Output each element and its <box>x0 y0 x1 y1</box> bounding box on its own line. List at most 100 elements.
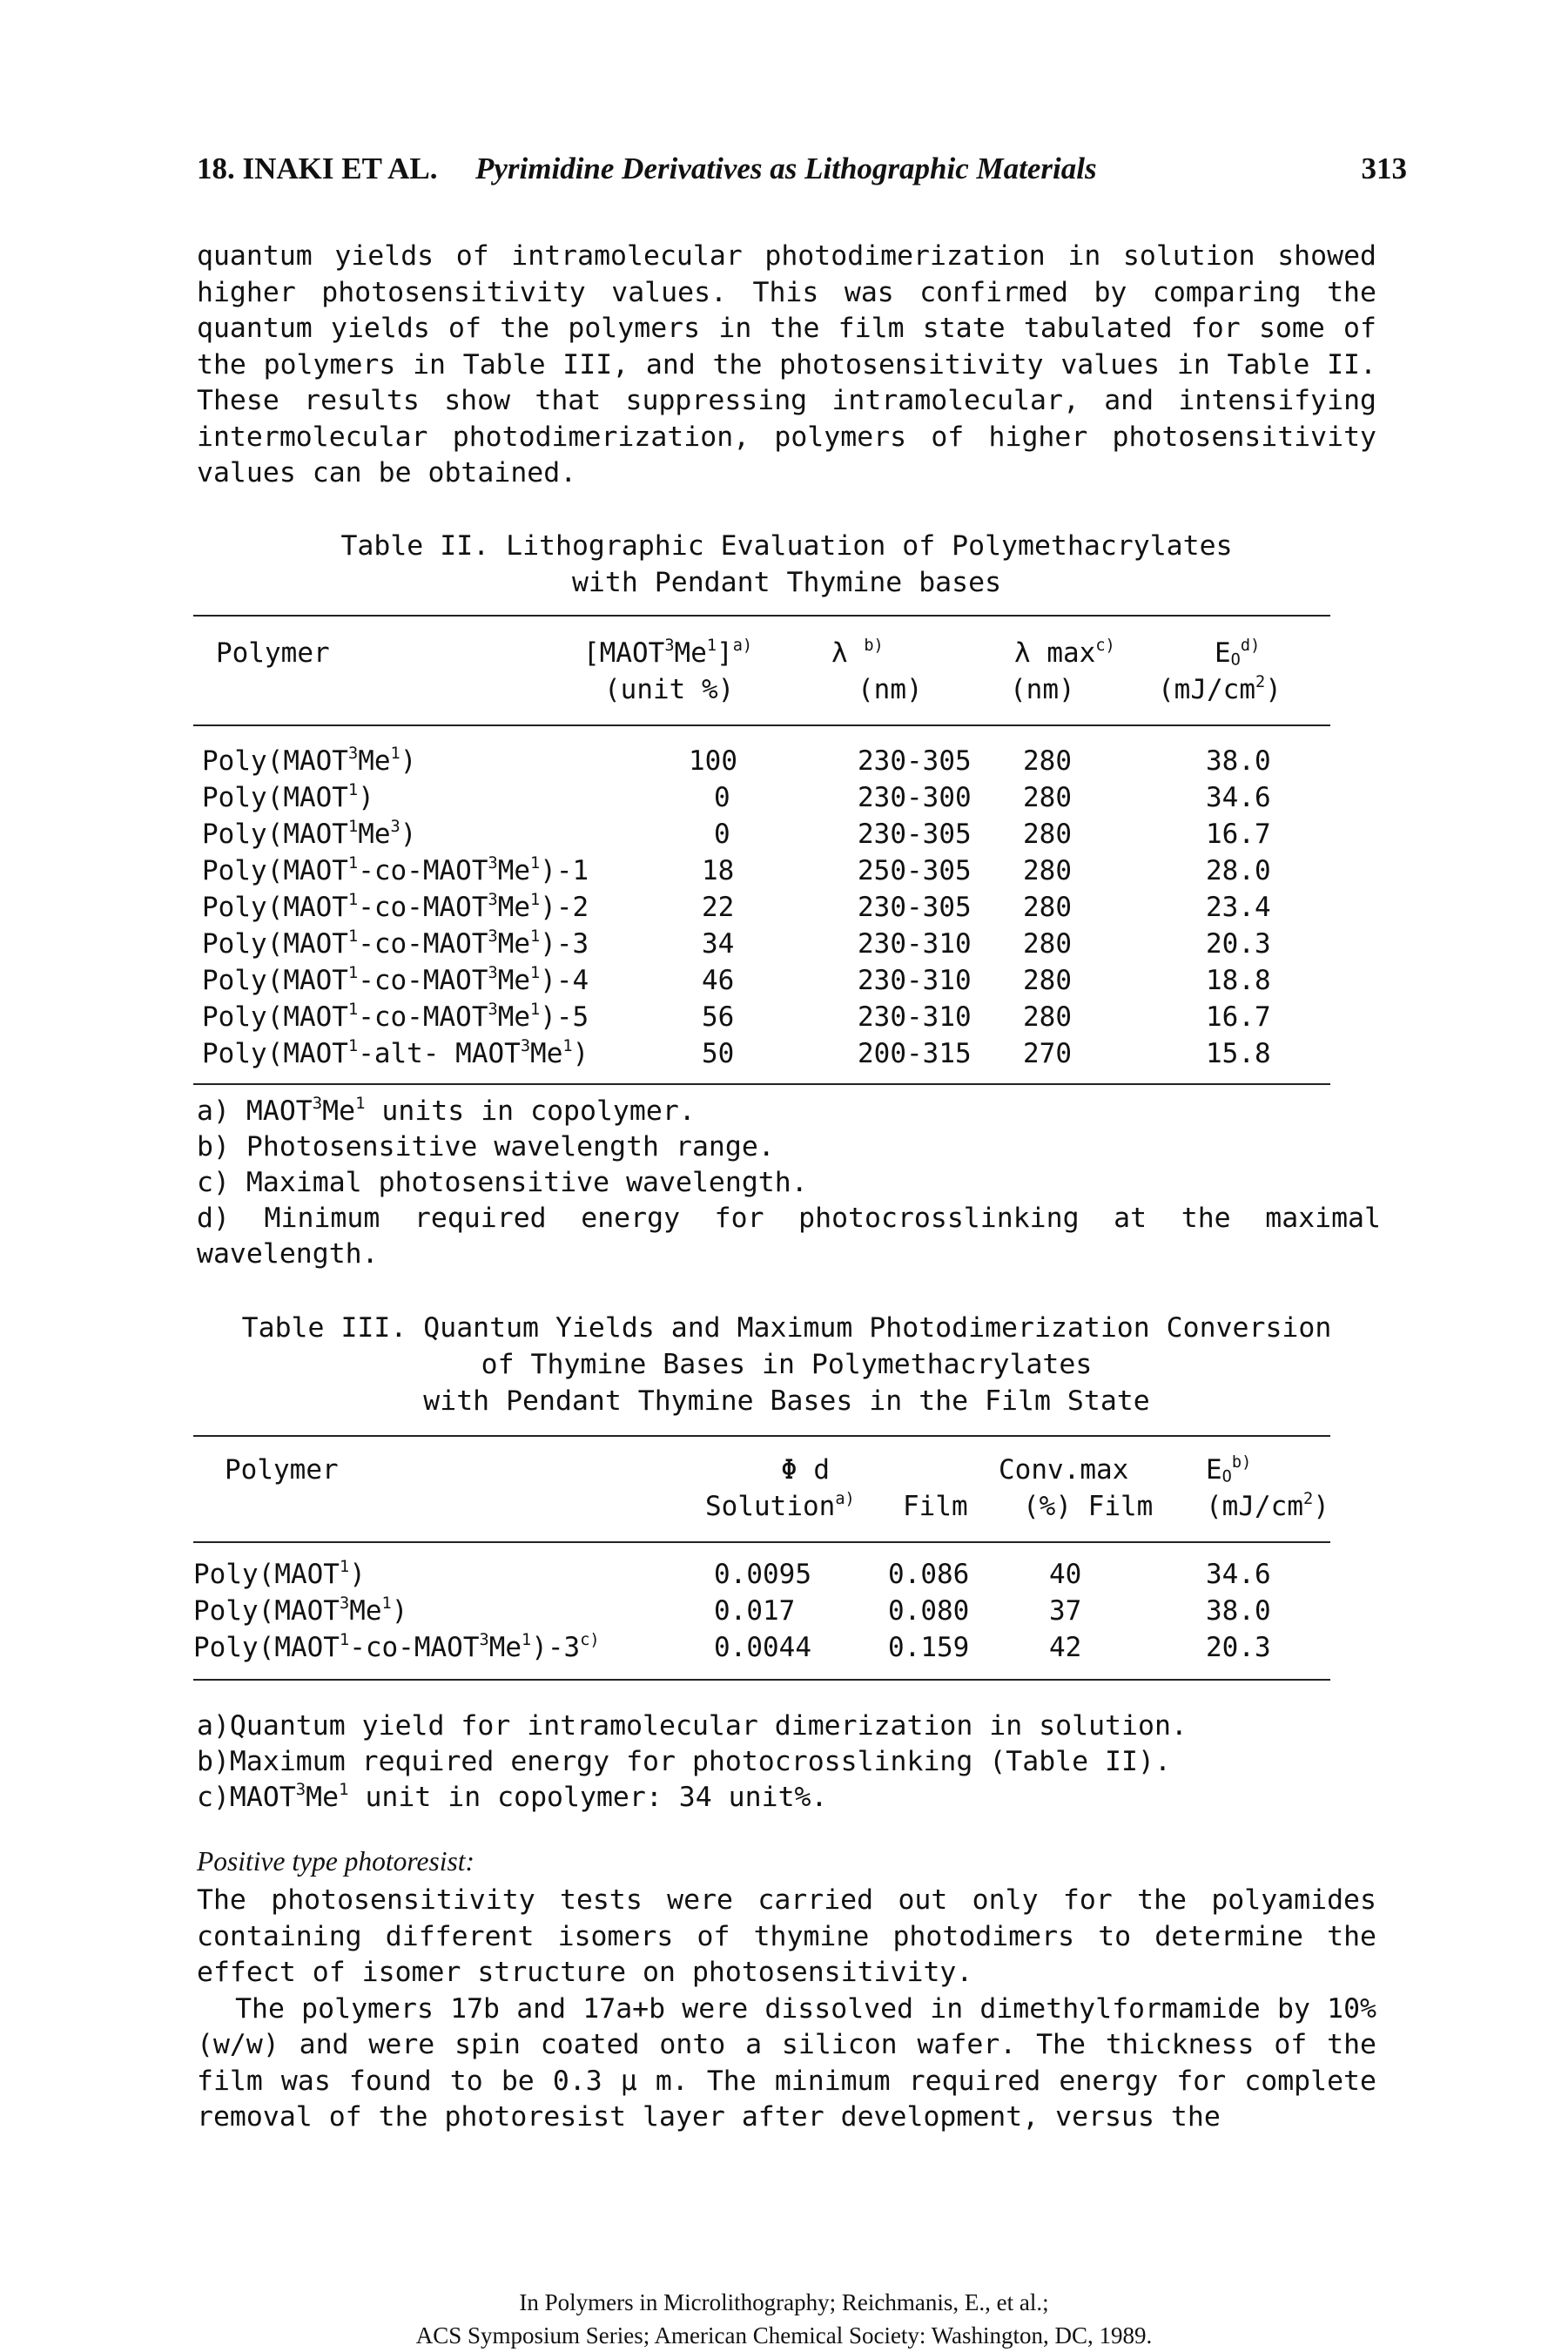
cell-eo: 18.8 <box>1206 965 1271 996</box>
page-number: 313 <box>1361 152 1408 185</box>
cell-film: 0.159 <box>888 1632 970 1663</box>
table3-caption: Table III. Quantum Yields and Maximum Ph… <box>197 1310 1376 1419</box>
table2-top-rule <box>193 615 1330 617</box>
table3-col-eo-sub: (mJ/cm2) <box>1206 1489 1329 1522</box>
cell-lmax: 280 <box>1023 782 1072 813</box>
intro-paragraph: quantum yields of intramolecular photodi… <box>197 239 1376 492</box>
table3-col-eo: EOb) <box>1206 1452 1252 1486</box>
cell-polymer: Poly(MAOT1-alt- MAOT3Me1) <box>202 1036 589 1069</box>
cell-eo: 16.7 <box>1206 1001 1271 1033</box>
cell-solution: 0.0095 <box>714 1559 811 1590</box>
table2-col-lambda: λ b) <box>831 636 884 669</box>
table2-col-lmax: λ maxc) <box>1014 636 1115 669</box>
cell-lmax: 280 <box>1023 928 1072 960</box>
cell-unit: 46 <box>702 965 735 996</box>
section-paragraph-1: The photosensitivity tests were carried … <box>197 1884 1376 1988</box>
cell-lmax: 280 <box>1023 892 1072 923</box>
table3-note-a: a)Quantum yield for intramolecular dimer… <box>197 1710 1188 1742</box>
table3-col-conv: Conv.max <box>999 1454 1129 1486</box>
cell-unit: 0 <box>714 782 730 813</box>
table2-note-d: d) Minimum required energy for photocros… <box>197 1203 1381 1270</box>
cell-unit: 56 <box>702 1001 735 1033</box>
cell-eo: 20.3 <box>1206 1632 1271 1663</box>
cell-lambda: 230-300 <box>858 782 972 813</box>
table2-note-b: b) Photosensitive wavelength range. <box>197 1131 775 1163</box>
cell-lambda: 200-315 <box>858 1038 972 1069</box>
cell-solution: 0.0044 <box>714 1632 811 1663</box>
table2-notes: a) MAOT3Me1 units in copolymer. b) Photo… <box>197 1094 1381 1272</box>
section-heading: Positive type photoresist: <box>197 1846 475 1877</box>
table3-col-film: Film <box>903 1491 968 1522</box>
cell-lambda: 250-305 <box>858 855 972 886</box>
table3-col-polymer: Polymer <box>225 1454 339 1486</box>
table2-col-polymer: Polymer <box>216 637 330 669</box>
table2-header-rule <box>193 724 1330 726</box>
table3-col-phi: Φ d <box>781 1454 830 1486</box>
cell-lmax: 280 <box>1023 745 1072 777</box>
cell-polymer: Poly(MAOT1) <box>202 780 374 813</box>
citation-footer: In Polymers in Microlithography; Reichma… <box>0 2286 1568 2352</box>
cell-unit: 34 <box>702 928 735 960</box>
cell-unit: 50 <box>702 1038 735 1069</box>
table3-header-rule <box>193 1541 1330 1543</box>
cell-unit: 0 <box>714 819 730 850</box>
table2-bottom-rule <box>193 1083 1330 1085</box>
table3-caption-line1: Table III. Quantum Yields and Maximum Ph… <box>241 1312 1332 1344</box>
cell-lmax: 280 <box>1023 855 1072 886</box>
table2-caption-line2: with Pendant Thymine bases <box>571 567 1002 598</box>
table3-notes: a)Quantum yield for intramolecular dimer… <box>197 1708 1381 1816</box>
cell-polymer: Poly(MAOT3Me1) <box>202 744 417 777</box>
table3-note-c: c)MAOT3Me1 unit in copolymer: 34 unit%. <box>197 1779 828 1813</box>
section-paragraph-2: The polymers 17b and 17a+b were dissolve… <box>197 1992 1376 2133</box>
cell-polymer: Poly(MAOT1-co-MAOT3Me1)-2 <box>202 890 589 923</box>
table3-caption-line3: with Pendant Thymine Bases in the Film S… <box>423 1385 1150 1417</box>
cell-unit: 18 <box>702 855 735 886</box>
table2-col-lambda-sub: (nm) <box>858 674 923 705</box>
cell-solution: 0.017 <box>714 1595 796 1627</box>
cell-lambda: 230-305 <box>858 892 972 923</box>
cell-eo: 28.0 <box>1206 855 1271 886</box>
cell-lambda: 230-305 <box>858 745 972 777</box>
table2-note-c: c) Maximal photosensitive wavelength. <box>197 1167 808 1198</box>
cell-polymer: Poly(MAOT3Me1) <box>193 1594 408 1627</box>
footer-line-1: In Polymers in Microlithography; Reichma… <box>519 2289 1049 2315</box>
cell-polymer: Poly(MAOT1) <box>193 1557 366 1590</box>
table2-col-eo: EOd) <box>1215 636 1261 670</box>
cell-eo: 34.6 <box>1206 782 1271 813</box>
cell-eo: 20.3 <box>1206 928 1271 960</box>
cell-polymer: Poly(MAOT1-co-MAOT3Me1)-5 <box>202 1000 589 1033</box>
cell-lambda: 230-310 <box>858 965 972 996</box>
cell-lmax: 270 <box>1023 1038 1072 1069</box>
cell-lambda: 230-310 <box>858 928 972 960</box>
table2-caption: Table II. Lithographic Evaluation of Pol… <box>197 528 1376 601</box>
intro-text: quantum yields of intramolecular photodi… <box>197 240 1376 489</box>
table3-col-solution: Solutiona) <box>705 1489 855 1522</box>
cell-film: 0.080 <box>888 1595 970 1627</box>
cell-eo: 15.8 <box>1206 1038 1271 1069</box>
section-body: The photosensitivity tests were carried … <box>197 1883 1376 2136</box>
cell-unit: 22 <box>702 892 735 923</box>
table2-col-lmax-sub: (nm) <box>1010 674 1075 705</box>
running-title: Pyrimidine Derivatives as Lithographic M… <box>475 152 1097 185</box>
table3-top-rule <box>193 1435 1330 1437</box>
footer-line-2: ACS Symposium Series; American Chemical … <box>415 2322 1153 2349</box>
cell-polymer: Poly(MAOT1-co-MAOT3Me1)-1 <box>202 853 589 886</box>
cell-unit: 100 <box>689 745 737 777</box>
cell-polymer: Poly(MAOT1-co-MAOT3Me1)-4 <box>202 963 589 996</box>
table2-col-eo-sub: (mJ/cm2) <box>1158 672 1282 705</box>
cell-conv: 37 <box>1049 1595 1082 1627</box>
table3-col-conv-sub: (%) Film <box>1023 1491 1154 1522</box>
cell-conv: 40 <box>1049 1559 1082 1590</box>
cell-eo: 23.4 <box>1206 892 1271 923</box>
cell-conv: 42 <box>1049 1632 1082 1663</box>
cell-lambda: 230-305 <box>858 819 972 850</box>
table3-note-b: b)Maximum required energy for photocross… <box>197 1746 1171 1777</box>
cell-polymer: Poly(MAOT1-co-MAOT3Me1)-3c) <box>193 1630 600 1663</box>
table3-bottom-rule <box>193 1679 1330 1681</box>
cell-eo: 34.6 <box>1206 1559 1271 1590</box>
table2-col-unit-sub: (unit %) <box>604 674 735 705</box>
cell-polymer: Poly(MAOT1Me3) <box>202 817 417 850</box>
cell-lambda: 230-310 <box>858 1001 972 1033</box>
cell-polymer: Poly(MAOT1-co-MAOT3Me1)-3 <box>202 927 589 960</box>
cell-film: 0.086 <box>888 1559 970 1590</box>
